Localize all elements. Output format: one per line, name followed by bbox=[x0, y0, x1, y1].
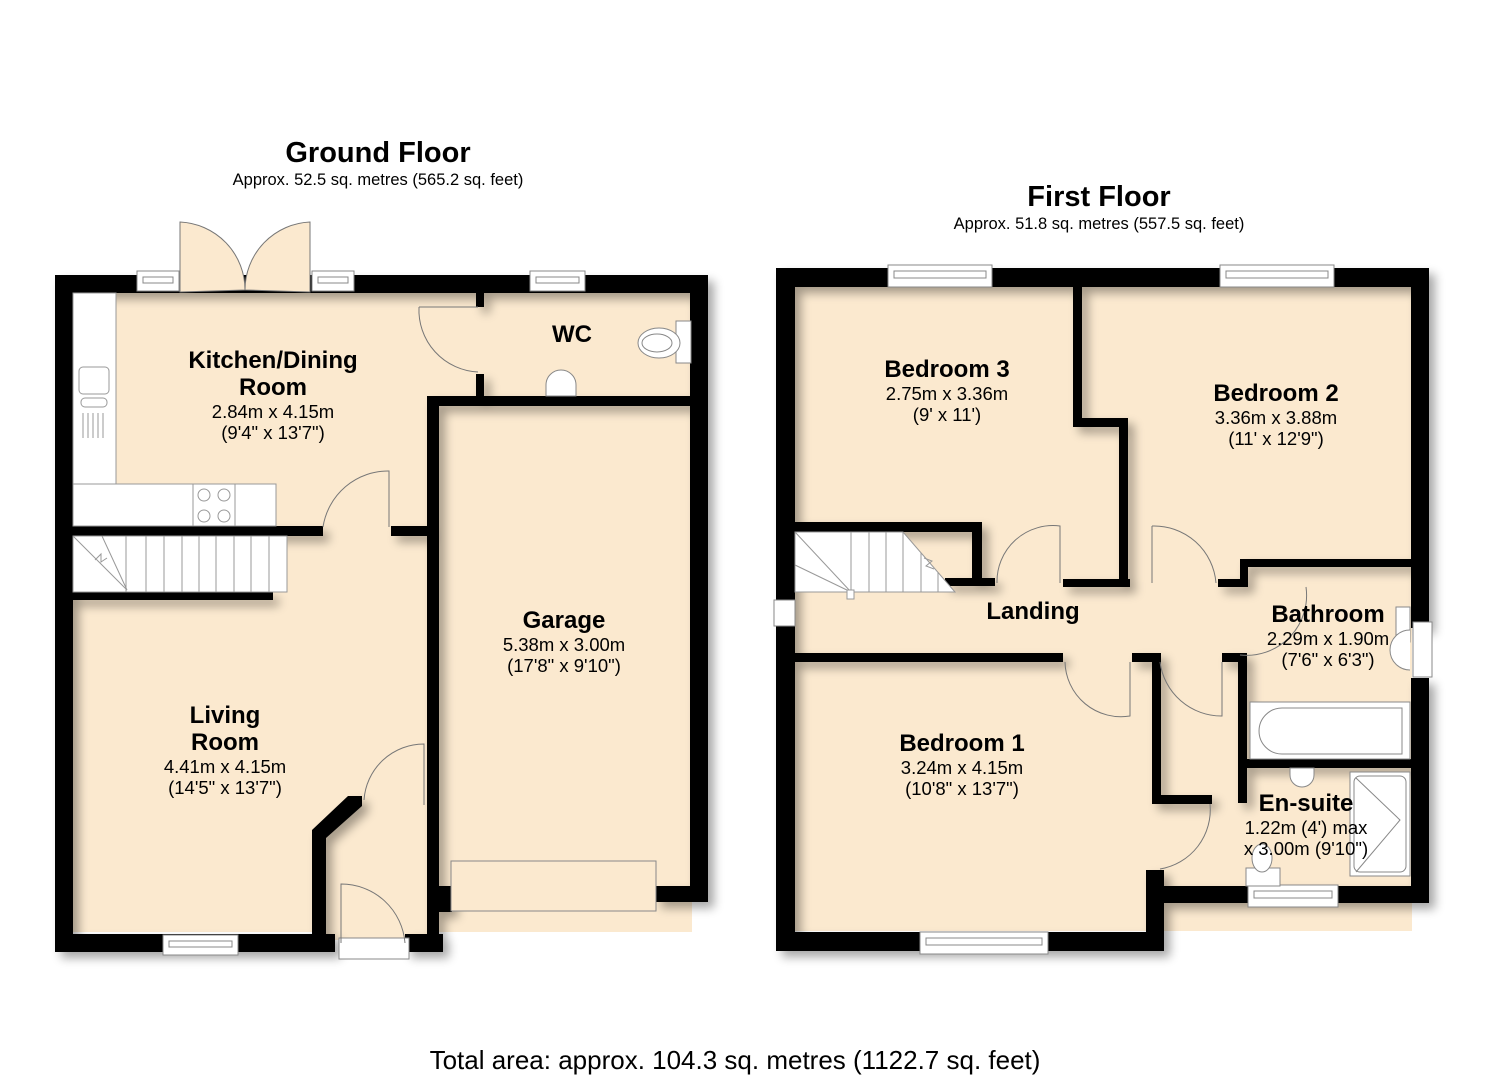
ground-floor-area: Approx. 52.5 sq. metres (565.2 sq. feet) bbox=[232, 171, 524, 189]
room-label-bedroom-1: Bedroom 1 3.24m x 4.15m (10'8" x 13'7") bbox=[899, 730, 1024, 799]
room-dimensions-metric: 3.36m x 3.88m bbox=[1214, 407, 1338, 428]
room-name: Landing bbox=[986, 598, 1080, 625]
first-floor-doors bbox=[996, 525, 1308, 870]
first-floor-plan bbox=[773, 264, 1433, 955]
bathroom-fixtures bbox=[1245, 606, 1411, 887]
first-floor-header: First Floor Approx. 51.8 sq. metres (557… bbox=[954, 183, 1245, 233]
room-label-en-suite: En-suite 1.22m (4') max x 3.00m (9'10") bbox=[1244, 790, 1368, 859]
ground-floor-stairs bbox=[72, 535, 288, 593]
room-dimensions-metric: 2.84m x 4.15m bbox=[211, 401, 335, 422]
room-label-landing: Landing bbox=[986, 598, 1079, 625]
room-name: Living bbox=[189, 702, 261, 729]
room-name-line2: Room bbox=[191, 729, 259, 756]
room-name: Bedroom 2 bbox=[1213, 380, 1339, 407]
ground-floor-header: Ground Floor Approx. 52.5 sq. metres (56… bbox=[233, 139, 524, 189]
room-dimensions-metric: 2.75m x 3.36m bbox=[885, 383, 1009, 404]
kitchen-worktop bbox=[72, 292, 277, 527]
room-dimensions-metric: 1.22m (4') max bbox=[1244, 817, 1368, 838]
ground-floor-plan bbox=[55, 221, 708, 960]
first-floor-title: First Floor bbox=[1027, 181, 1171, 213]
room-dimensions-imperial: (17'8" x 9'10") bbox=[507, 655, 621, 676]
room-label-bedroom-2: Bedroom 2 3.36m x 3.88m (11' x 12'9") bbox=[1213, 380, 1338, 449]
room-dimensions-imperial: (9'4" x 13'7") bbox=[221, 422, 325, 443]
room-label-kitchen-dining: Kitchen/Dining Room 2.84m x 4.15m (9'4" … bbox=[188, 347, 357, 443]
room-name: Garage bbox=[522, 607, 606, 634]
room-dimensions-metric: 3.24m x 4.15m bbox=[900, 757, 1024, 778]
first-floor-area: Approx. 51.8 sq. metres (557.5 sq. feet) bbox=[953, 215, 1245, 233]
french-doors bbox=[179, 221, 311, 293]
room-name: En-suite bbox=[1258, 790, 1354, 817]
room-dimensions-metric: 2.29m x 1.90m bbox=[1266, 628, 1390, 649]
room-label-bathroom: Bathroom 2.29m x 1.90m (7'6" x 6'3") bbox=[1267, 601, 1389, 670]
room-dimensions-imperial: (9' x 11') bbox=[912, 404, 982, 425]
ground-floor-doors bbox=[322, 306, 479, 944]
room-name: Kitchen/Dining bbox=[188, 347, 358, 374]
first-floor-fill bbox=[794, 286, 1412, 931]
room-dimensions-imperial: (10'8" x 13'7") bbox=[905, 778, 1019, 799]
room-dimensions-metric: 5.38m x 3.00m bbox=[502, 634, 626, 655]
room-dimensions-imperial: (7'6" x 6'3") bbox=[1281, 649, 1375, 670]
room-name: Bedroom 3 bbox=[884, 356, 1010, 383]
room-name: Bathroom bbox=[1271, 601, 1385, 628]
room-label-living-room: Living Room 4.41m x 4.15m (14'5" x 13'7"… bbox=[164, 702, 286, 798]
room-label-wc: WC bbox=[552, 321, 592, 348]
room-name: WC bbox=[552, 321, 592, 348]
total-area: Total area: approx. 104.3 sq. metres (11… bbox=[429, 1045, 1041, 1075]
room-dimensions-imperial: (14'5" x 13'7") bbox=[168, 777, 282, 798]
room-name: Bedroom 1 bbox=[899, 730, 1025, 757]
first-floor-stairs bbox=[794, 531, 957, 600]
room-dimensions-metric: 4.41m x 4.15m bbox=[163, 756, 287, 777]
room-label-garage: Garage 5.38m x 3.00m (17'8" x 9'10") bbox=[503, 607, 625, 676]
room-label-bedroom-3: Bedroom 3 2.75m x 3.36m (9' x 11') bbox=[884, 356, 1009, 425]
ground-floor-title: Ground Floor bbox=[285, 137, 471, 169]
room-dimensions-imperial: x 3.00m (9'10") bbox=[1243, 838, 1369, 859]
room-dimensions-imperial: (11' x 12'9") bbox=[1228, 428, 1324, 449]
garage-door bbox=[450, 860, 657, 912]
room-name-line2: Room bbox=[238, 374, 307, 401]
first-floor-windows bbox=[773, 264, 1433, 955]
wc-fixtures bbox=[545, 320, 692, 397]
ground-floor-windows bbox=[136, 270, 586, 960]
